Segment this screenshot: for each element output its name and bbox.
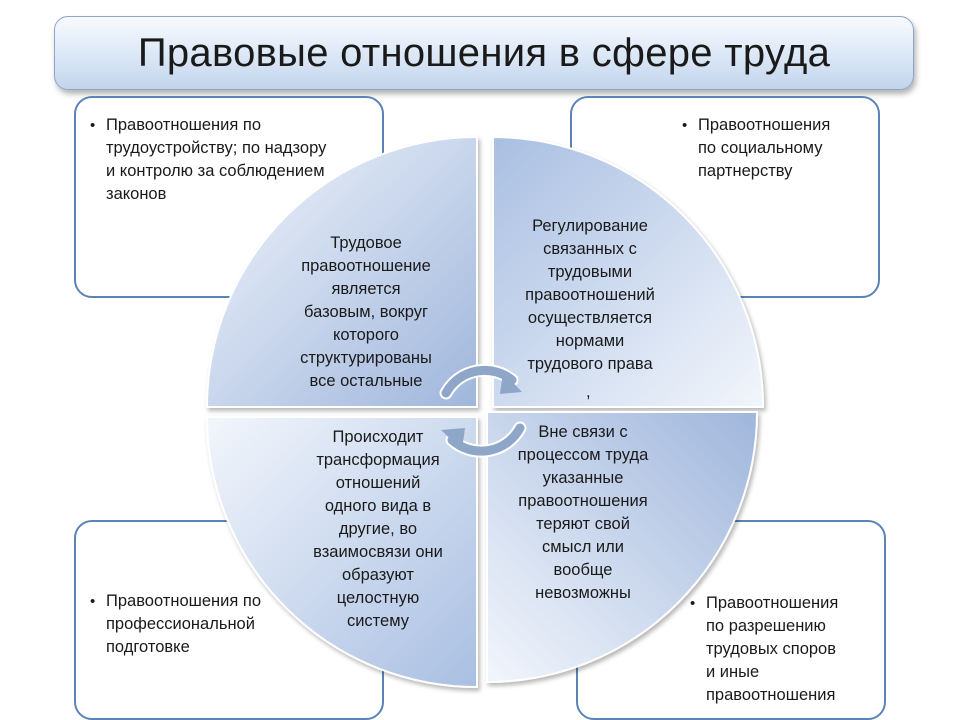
quadrant-text-labor-link: Вне связи с процессом труда указанные пр… [517,423,649,602]
bullet-icon: • [690,595,696,612]
box-text: Правоотношения по разрешению трудовых сп… [706,594,839,704]
quadrant-text-basic: Трудовое правоотношение является базовым… [300,234,432,390]
quadrant-bottom-right [486,411,759,684]
quadrant-top-right [492,135,765,408]
cycle-arrows-icon [439,363,527,458]
quadrant-text-transformation: Происходит трансформация отношений одног… [313,428,443,630]
box-text: Правоотношения по социальному партнерств… [698,116,831,180]
box-text: Правоотношения по профессиональной подго… [106,592,262,656]
quadrant-top-left [205,135,478,408]
box-text: Правоотношения по трудоустройству; по на… [106,116,327,203]
title-bar: Правовые отношения в сфере труда [54,16,914,90]
bullet-icon: • [90,117,96,134]
bullet-icon: • [682,117,688,134]
bullet-icon: • [90,593,96,610]
quadrant-bottom-left [205,416,478,689]
quadrant-text-regulation: Регулирование связанных с трудовыми прав… [525,217,655,373]
quadrant-comma: , [586,383,591,401]
slide-title: Правовые отношения в сфере труда [137,30,831,75]
